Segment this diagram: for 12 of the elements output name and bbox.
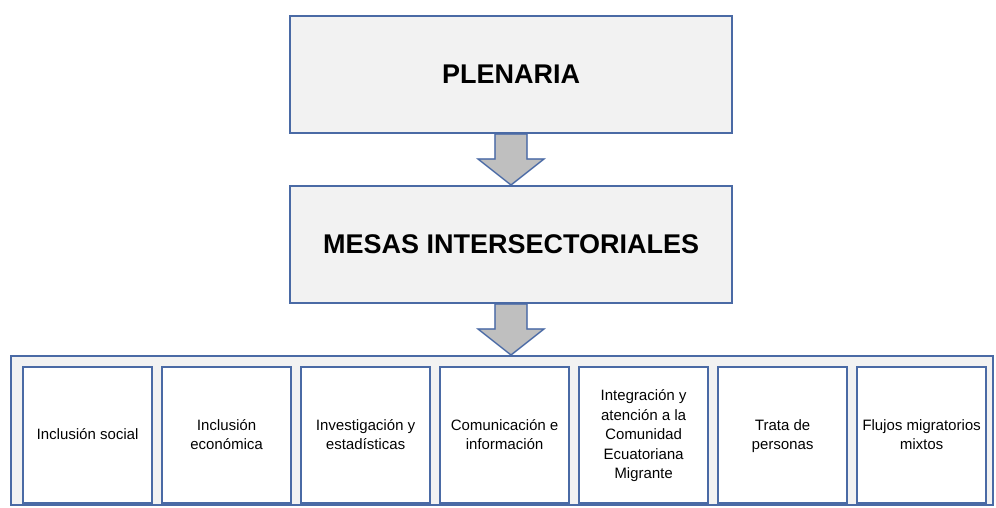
block-arrow [476,133,546,186]
process-box: Inclusión económica [161,366,292,504]
process-box: Integración y atención a la Comunidad Ecuatoriana Migrante [578,366,709,504]
process-box: MESAS INTERSECTORIALES [289,185,733,304]
process-box: Investigación y estadísticas [300,366,431,504]
group-panel [10,355,994,506]
block-arrow [476,303,546,356]
process-box: Comunicación e información [439,366,570,504]
process-box: Flujos migratorios mixtos [856,366,987,504]
process-box: PLENARIA [289,15,733,134]
process-box: Trata de personas [717,366,848,504]
process-box: Inclusión social [22,366,153,504]
